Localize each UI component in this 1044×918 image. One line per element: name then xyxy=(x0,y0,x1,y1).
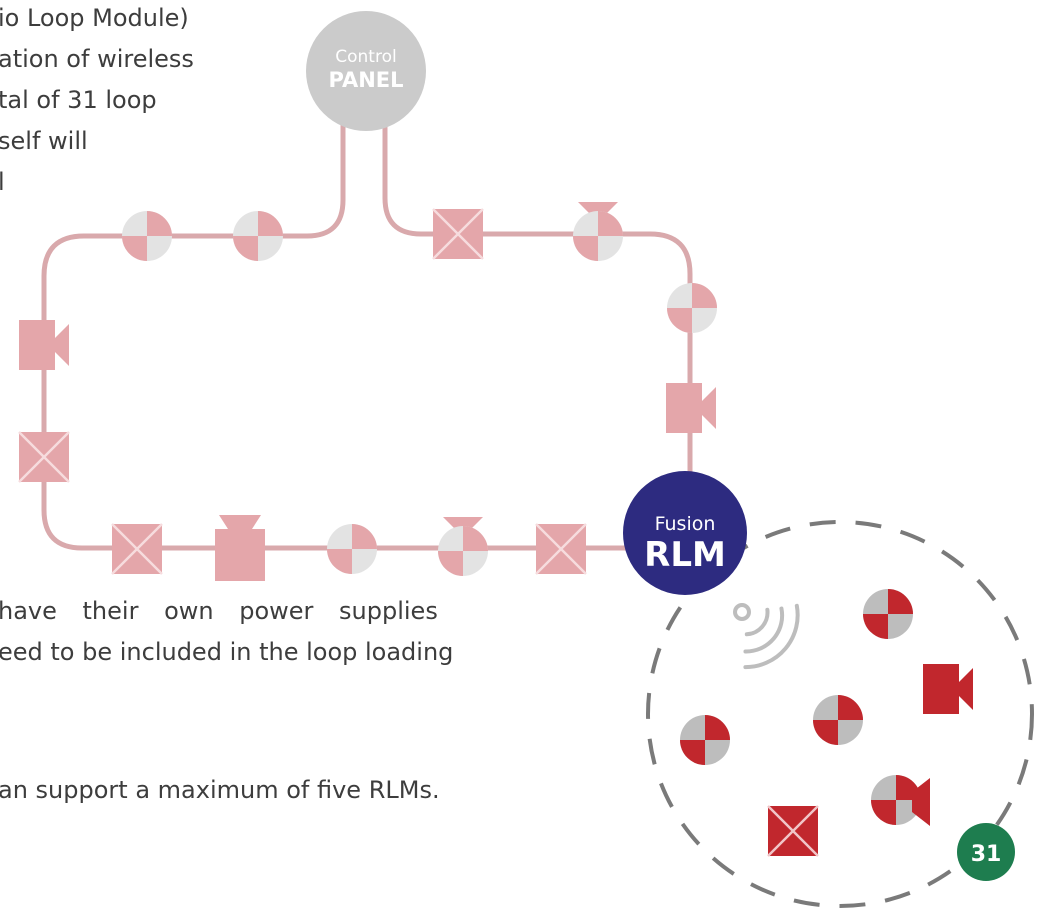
body-text-line: l xyxy=(0,168,5,196)
detector-icon xyxy=(863,589,913,639)
body-text-line: ation of wireless xyxy=(0,45,194,73)
call-point-icon xyxy=(110,522,164,576)
body-text-line: have their own power supplies xyxy=(0,597,438,625)
body-text-line: tal of 31 loop xyxy=(0,86,157,114)
sounder-icon xyxy=(19,320,69,370)
body-text-line: eed to be included in the loop loading xyxy=(0,638,454,666)
beacon-icon xyxy=(215,515,265,581)
svg-text:31: 31 xyxy=(971,842,1002,867)
body-text-line: self will xyxy=(0,127,88,155)
detector-icon xyxy=(680,715,730,765)
detector-icon xyxy=(573,202,623,261)
loop-wiring xyxy=(41,120,693,551)
svg-text:Control: Control xyxy=(335,47,396,67)
svg-text:PANEL: PANEL xyxy=(328,68,403,92)
detector-icon xyxy=(813,695,863,745)
sounder-icon xyxy=(871,775,930,826)
rlm-node: Fusion RLM xyxy=(623,471,747,595)
detector-icon xyxy=(327,524,377,574)
wireless-zone xyxy=(646,520,1034,908)
call-point-icon xyxy=(534,522,588,576)
device-count-badge: 31 xyxy=(957,823,1015,881)
detector-icon xyxy=(438,517,488,576)
call-point-icon xyxy=(17,430,71,484)
body-text-line: io Loop Module) xyxy=(0,4,189,32)
call-point-icon xyxy=(766,804,820,858)
detector-icon xyxy=(122,211,172,261)
signal-icon xyxy=(733,603,800,670)
control-panel: Control PANEL xyxy=(306,11,426,131)
detector-icon xyxy=(667,283,717,333)
svg-text:Fusion: Fusion xyxy=(655,513,716,535)
body-text-line: an support a maximum of five RLMs. xyxy=(0,776,440,804)
sounder-icon xyxy=(666,383,716,433)
detector-icon xyxy=(233,211,283,261)
sounder-icon xyxy=(923,664,973,714)
call-point-icon xyxy=(431,207,485,261)
svg-text:RLM: RLM xyxy=(644,535,726,575)
